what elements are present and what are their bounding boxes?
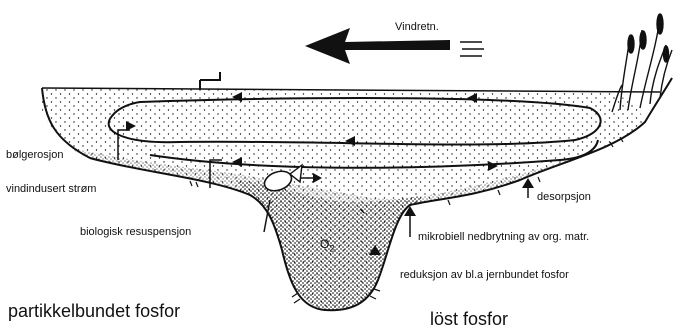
reduction-label: reduksjon av bl.a jernbundet fosfor bbox=[400, 270, 569, 281]
wave-erosion-label: bølgerosjon bbox=[6, 150, 63, 161]
water-surface-marker-icon bbox=[200, 72, 220, 90]
particle-bound-label: partikkelbundet fosfor bbox=[8, 302, 180, 320]
microbial-breakdown-label: mikrobiell nedbrytning av org. matr. bbox=[418, 232, 589, 243]
desorption-arrow bbox=[522, 178, 534, 188]
wind-direction-label: Vindretn. bbox=[395, 22, 439, 33]
wind-current-label: vindindusert strøm bbox=[6, 184, 96, 195]
reeds-icon bbox=[612, 14, 672, 112]
wind-arrow-icon bbox=[305, 28, 450, 64]
wind-marker-icon bbox=[460, 42, 484, 56]
oxygen-text: O bbox=[320, 237, 329, 251]
bio-resuspension-label: biologisk resuspensjon bbox=[80, 227, 191, 238]
desorption-label: desorpsjon bbox=[537, 192, 591, 203]
oxygen-label: O2 bbox=[320, 238, 334, 253]
dissolved-label: löst fosfor bbox=[430, 310, 508, 328]
oxygen-subscript: 2 bbox=[329, 243, 334, 253]
